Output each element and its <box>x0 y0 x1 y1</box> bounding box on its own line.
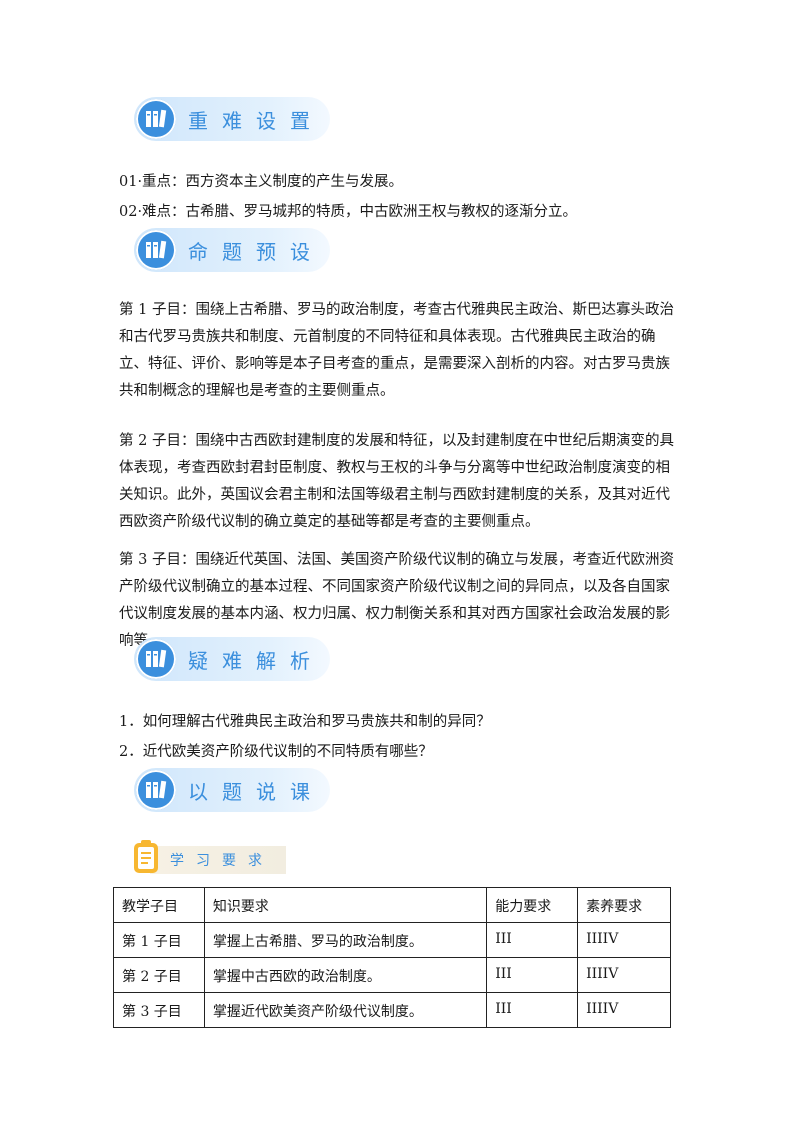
table-cell: IIIIV <box>577 922 671 958</box>
table-cell: IIIIV <box>577 957 671 993</box>
table-cell: 第 1 子目 <box>113 922 205 958</box>
requirements-title: 学习要求 <box>170 853 274 869</box>
proposition-paragraph-2: 第 2 子目：围绕中古西欧封建制度的发展和特征，以及封建制度在中世纪后期演变的具… <box>119 433 674 530</box>
requirements-banner: 学习要求 <box>132 838 286 876</box>
section-title: 疑难解析 <box>188 649 324 673</box>
table-row: 第 3 子目 掌握近代欧美资产阶级代议制度。 III IIIIV <box>113 992 671 1028</box>
section-banner-proposition: 命题预设 <box>134 228 330 272</box>
table-row: 第 2 子目 掌握中古西欧的政治制度。 III IIIIV <box>113 957 671 993</box>
section-title: 重难设置 <box>188 109 324 133</box>
clipboard-icon <box>132 838 162 874</box>
question-1: 1．如何理解古代雅典民主政治和罗马贵族共和制的异同？ <box>119 714 491 730</box>
table-cell: IIIIV <box>577 992 671 1028</box>
section-title: 命题预设 <box>188 240 324 264</box>
table-cell: 掌握中古西欧的政治制度。 <box>203 957 488 993</box>
books-icon <box>136 639 176 679</box>
question-2: 2．近代欧美资产阶级代议制的不同特质有哪些？ <box>119 744 433 760</box>
key-point: 01·重点：西方资本主义制度的产生与发展。 <box>119 174 404 190</box>
difficult-point: 02·难点：古希腊、罗马城邦的特质，中古欧洲王权与教权的逐渐分立。 <box>119 204 578 220</box>
table-cell: III <box>486 922 579 958</box>
section-banner-key-difficult: 重难设置 <box>134 97 330 141</box>
header-cell: 知识要求 <box>203 887 488 923</box>
table-row: 第 1 子目 掌握上古希腊、罗马的政治制度。 III IIIIV <box>113 922 671 958</box>
table-cell: 掌握近代欧美资产阶级代议制度。 <box>203 992 488 1028</box>
section-banner-lecture: 以题说课 <box>134 768 330 812</box>
header-cell: 能力要求 <box>486 887 579 923</box>
table-cell: 第 2 子目 <box>113 957 205 993</box>
books-icon <box>136 99 176 139</box>
requirements-table: 教学子目 知识要求 能力要求 素养要求 第 1 子目 掌握上古希腊、罗马的政治制… <box>113 887 671 1028</box>
table-cell: III <box>486 992 579 1028</box>
books-icon <box>136 230 176 270</box>
table-cell: III <box>486 957 579 993</box>
header-cell: 素养要求 <box>577 887 671 923</box>
section-banner-analysis: 疑难解析 <box>134 637 330 681</box>
proposition-paragraph-3: 第 3 子目：围绕近代英国、法国、美国资产阶级代议制的确立与发展，考查近代欧洲资… <box>119 552 674 649</box>
table-cell: 掌握上古希腊、罗马的政治制度。 <box>203 922 488 958</box>
table-cell: 第 3 子目 <box>113 992 205 1028</box>
section-title: 以题说课 <box>188 780 324 804</box>
table-header-row: 教学子目 知识要求 能力要求 素养要求 <box>113 887 671 923</box>
books-icon <box>136 770 176 810</box>
proposition-paragraph-1: 第 1 子目：围绕上古希腊、罗马的政治制度，考查古代雅典民主政治、斯巴达寡头政治… <box>119 302 674 399</box>
header-cell: 教学子目 <box>113 887 205 923</box>
